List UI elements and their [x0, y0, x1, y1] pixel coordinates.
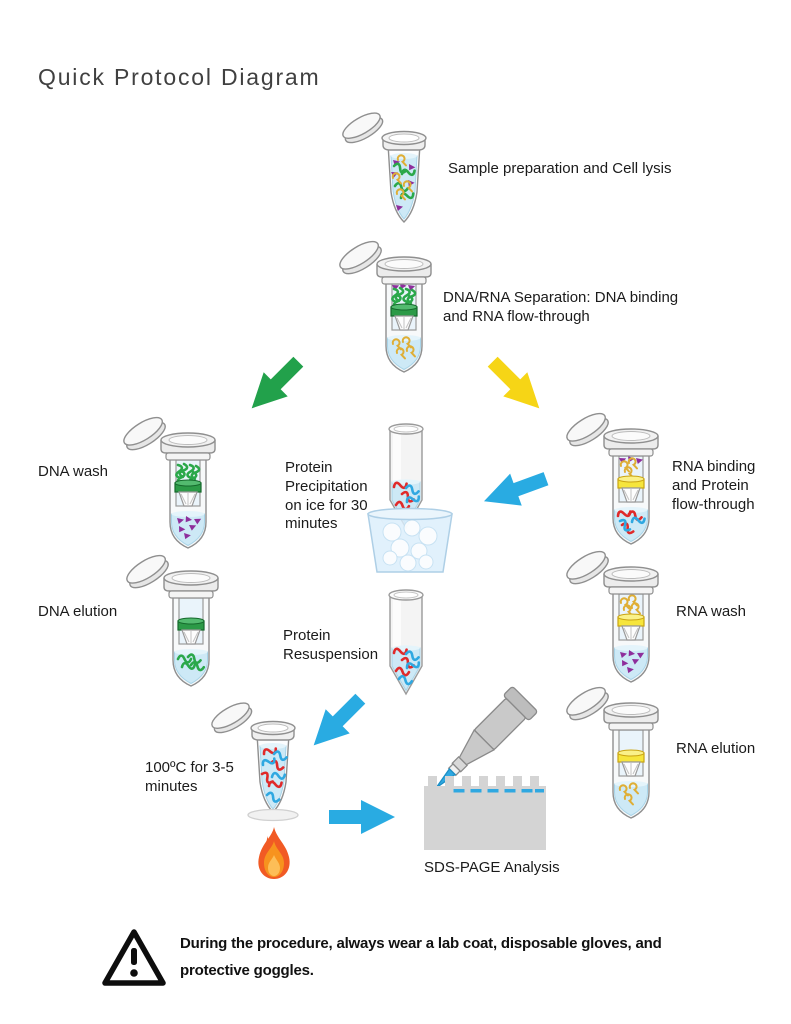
protein-resuspension-tube-icon	[388, 589, 424, 696]
dna-elution-tube-icon	[126, 554, 219, 687]
rna-wash-label: RNA wash	[676, 603, 747, 620]
warning-triangle-icon	[102, 929, 166, 986]
dna-elution-label: DNA elution	[38, 603, 118, 620]
boil-to-sds-arrow-icon	[329, 800, 395, 834]
rna-elution-tube-icon	[566, 686, 659, 819]
rna-binding-tube-icon	[566, 412, 659, 545]
warning-text: During the procedure, always wear a lab …	[180, 935, 662, 979]
protein-resuspension-label: Protein Resuspension	[283, 627, 379, 663]
separation-label: DNA/RNA Separation: DNA binding and RNA …	[443, 289, 679, 325]
rna-branch-arrow-icon	[487, 356, 540, 409]
page-title: Quick Protocol Diagram	[38, 64, 321, 90]
dish-icon	[247, 808, 299, 822]
rna-wash-tube-icon	[566, 550, 659, 683]
flame-icon	[258, 827, 290, 879]
rna-binding-label: RNA binding and Protein flow-through	[672, 458, 756, 513]
sample-prep-label: Sample preparation and Cell lysis	[448, 160, 672, 177]
ice-bucket-icon	[367, 507, 453, 573]
dna-wash-tube-icon	[123, 416, 216, 549]
rna-elution-label: RNA elution	[676, 740, 756, 757]
resuspension-to-boil-arrow-icon	[313, 693, 366, 746]
protein-precipitation-label: Protein Precipitation on ice for 30 minu…	[285, 459, 368, 533]
dna-branch-arrow-icon	[251, 356, 304, 409]
boil-label: 100ºC for 3-5 minutes	[145, 759, 234, 795]
sds-page-gel-icon	[424, 776, 546, 850]
boil-tube-icon	[211, 702, 296, 813]
dna-wash-label: DNA wash	[38, 463, 109, 480]
sds-page-label: SDS-PAGE Analysis	[424, 859, 560, 876]
separation-spin-column-icon	[339, 240, 432, 373]
pipette-icon	[435, 686, 538, 789]
sample-tube-icon	[342, 112, 427, 223]
rna-to-precipitation-arrow-icon	[483, 472, 549, 506]
protein-precipitation-tube-icon	[388, 423, 424, 530]
